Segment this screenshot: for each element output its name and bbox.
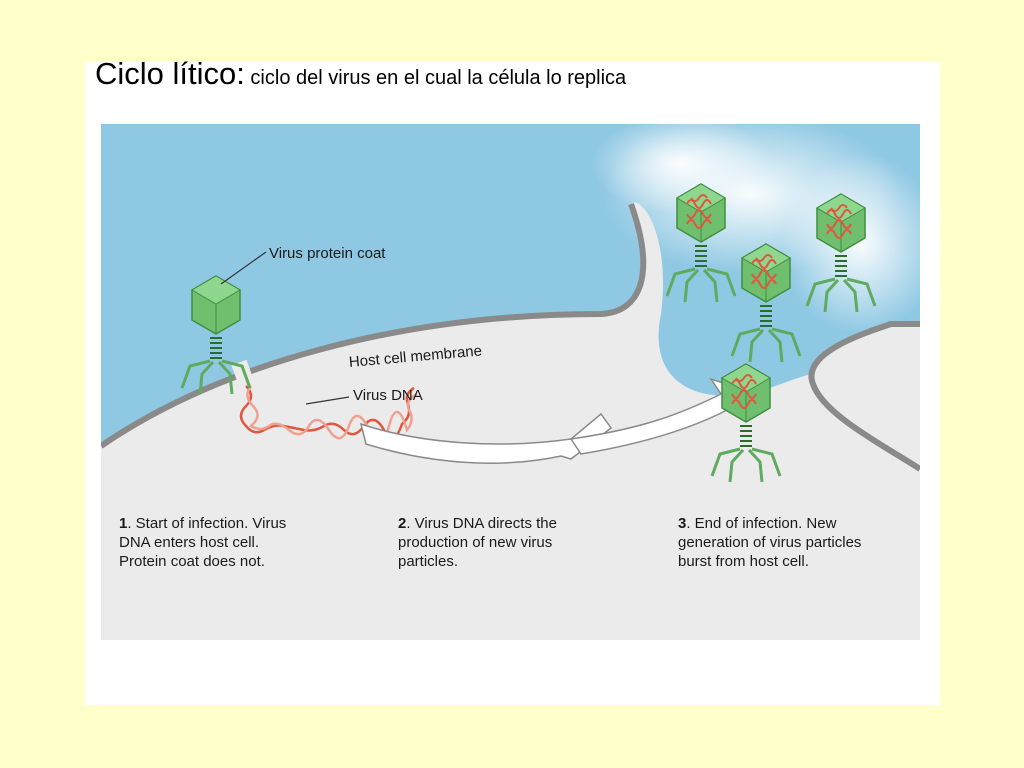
host-cell-membrane-right <box>808 321 920 472</box>
host-cell-membrane <box>101 202 647 449</box>
host-cell-cytoplasm <box>101 202 920 640</box>
membrane-right-wall <box>811 324 920 640</box>
step-1-text: . Start of infection. Virus DNA enters h… <box>119 515 287 570</box>
label-virus-protein-coat: Virus protein coat <box>269 245 386 262</box>
protein-coat-leader <box>220 251 267 285</box>
virus-dna-strand <box>239 385 418 444</box>
title-main: Ciclo lítico: <box>95 56 245 91</box>
step-3-description: 3. End of infection. New generation of v… <box>678 514 868 571</box>
step-3-text: . End of infection. New generation of vi… <box>678 515 862 570</box>
virus-dna-leader <box>305 396 350 405</box>
step-1-description: 1. Start of infection. Virus DNA enters … <box>119 514 309 571</box>
lytic-cycle-diagram: Virus protein coat Host cell membrane Vi… <box>101 124 920 640</box>
step-3-number: 3 <box>678 515 687 532</box>
step-1-number: 1 <box>119 515 128 532</box>
diagram-canvas <box>101 124 920 640</box>
label-virus-dna: Virus DNA <box>353 387 423 404</box>
cytoplasm-bottom <box>101 629 920 640</box>
step-2-text: . Virus DNA directs the production of ne… <box>398 515 557 570</box>
step-2-description: 2. Virus DNA directs the production of n… <box>398 514 588 571</box>
slide-title: Ciclo lítico: ciclo del virus en el cual… <box>95 56 626 92</box>
step-2-number: 2 <box>398 515 407 532</box>
title-subtitle: ciclo del virus en el cual la célula lo … <box>244 67 627 89</box>
